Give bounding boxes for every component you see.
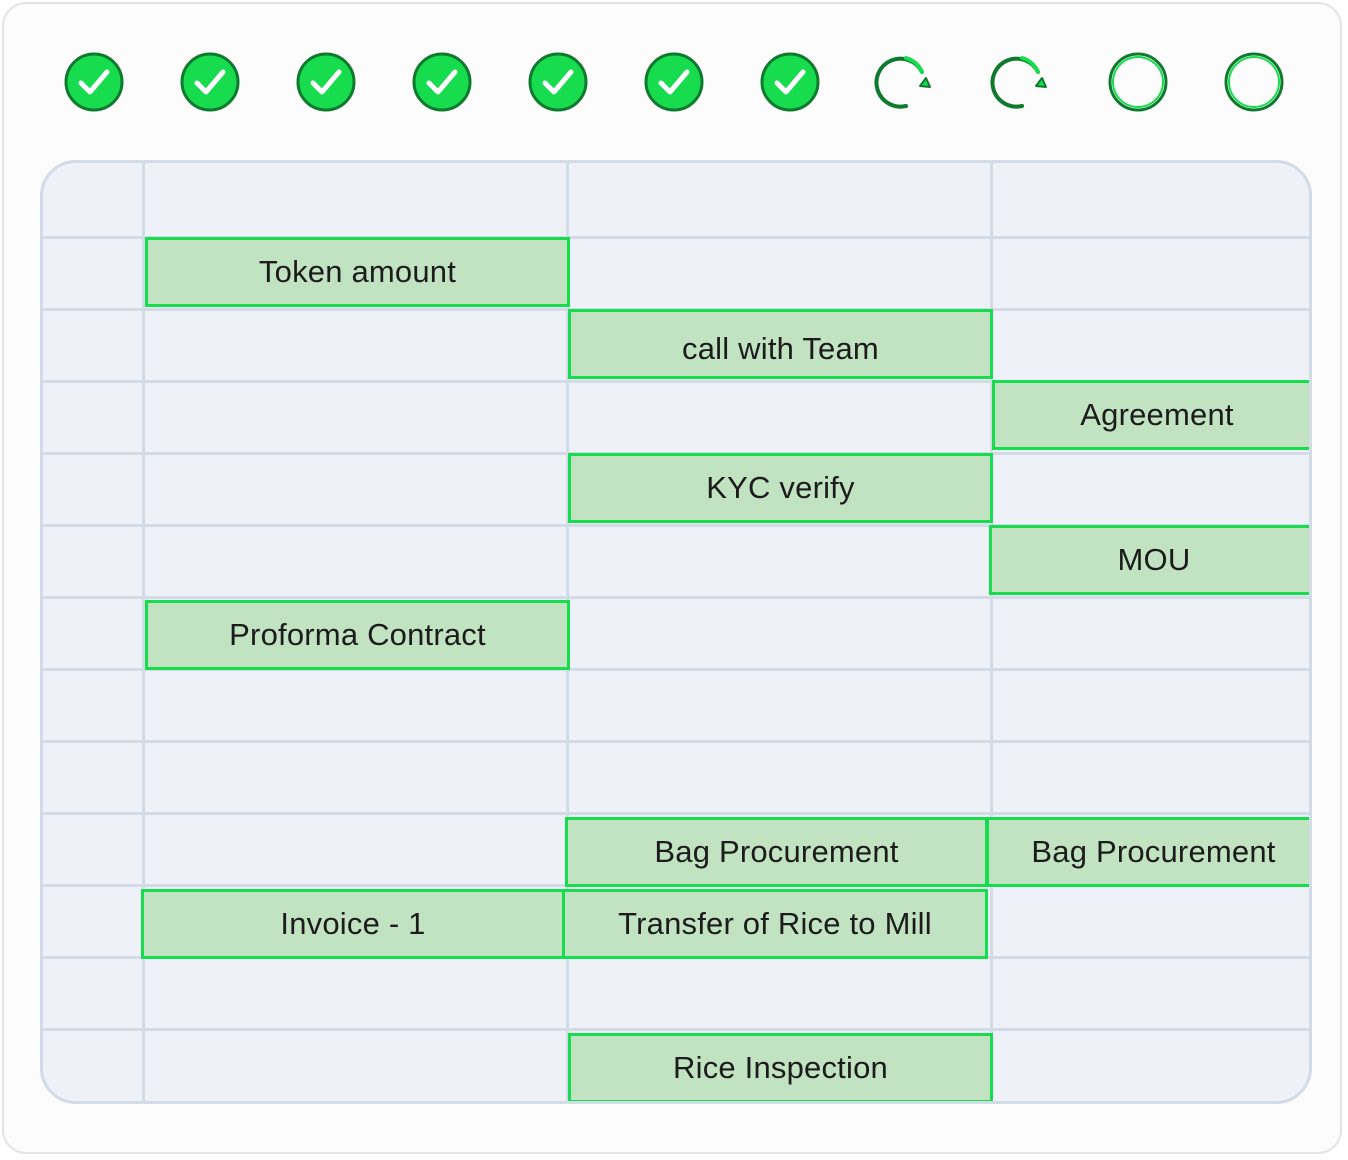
task-label: Rice Inspection (673, 1050, 888, 1085)
grid-row-divider (43, 236, 1309, 239)
refresh-arrow-icon (990, 50, 1054, 114)
task-kyc-verify[interactable]: KYC verify (568, 453, 993, 523)
task-label: Token amount (258, 254, 457, 289)
check-circle-icon (758, 50, 822, 114)
task-invoice-1[interactable]: Invoice - 1 (141, 889, 565, 959)
task-label: Proforma Contract (229, 617, 486, 652)
task-transfer-rice-to-mill[interactable]: Transfer of Rice to Mill (562, 889, 988, 959)
empty-circle-icon (1222, 50, 1286, 114)
task-agreement[interactable]: Agreement (992, 380, 1309, 450)
check-circle-icon (294, 50, 358, 114)
grid-row-divider (43, 524, 1309, 527)
grid-row-divider (43, 1028, 1309, 1031)
task-bag-procurement[interactable]: Bag Procurement (986, 817, 1309, 887)
task-call-with-team[interactable]: call with Team (568, 309, 993, 379)
task-label: Invoice - 1 (280, 906, 426, 941)
grid-row-divider (43, 740, 1309, 743)
check-circle-icon (62, 50, 126, 114)
grid-column-divider (990, 163, 993, 1101)
task-label: call with Team (682, 331, 879, 366)
check-circle-icon (410, 50, 474, 114)
task-token-amount[interactable]: Token amount (145, 237, 570, 307)
task-label: MOU (1117, 542, 1191, 577)
task-label: KYC verify (706, 470, 855, 505)
timeline-grid: Token amount call with Team Agreement KY… (40, 160, 1312, 1104)
progress-steps (0, 0, 1348, 150)
empty-circle-icon (1106, 50, 1170, 114)
refresh-arrow-icon (874, 50, 938, 114)
grid-row-divider (43, 812, 1309, 815)
task-label: Agreement (1080, 397, 1234, 432)
grid-column-divider (142, 163, 145, 1101)
task-label: Transfer of Rice to Mill (618, 906, 932, 941)
grid-row-divider (43, 596, 1309, 599)
check-circle-icon (526, 50, 590, 114)
grid-row-divider (43, 380, 1309, 383)
check-circle-icon (642, 50, 706, 114)
check-circle-icon (178, 50, 242, 114)
task-label: Bag Procurement (654, 834, 899, 869)
task-label: Bag Procurement (1031, 834, 1276, 869)
task-proforma-contract[interactable]: Proforma Contract (145, 600, 570, 670)
grid-row-divider (43, 668, 1309, 671)
task-mou[interactable]: MOU (989, 525, 1309, 595)
task-rice-inspection[interactable]: Rice Inspection (568, 1033, 993, 1101)
task-bag-procurement[interactable]: Bag Procurement (565, 817, 988, 887)
